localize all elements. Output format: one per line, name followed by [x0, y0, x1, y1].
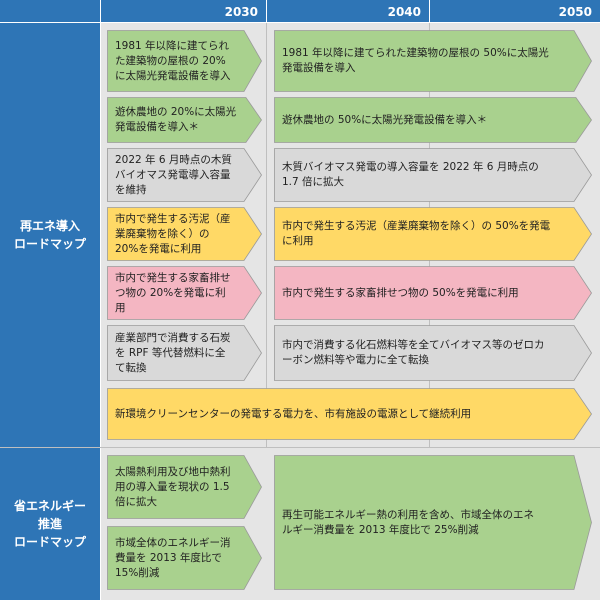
arrow-r4-long-text: 市内で発生する汚泥（産業廃棄物を除く）の 50%を発電 に利用	[282, 220, 551, 247]
arrow-r6-long: 市内で消費する化石燃料等を全てバイオマス等のゼロカ ーボン燃料等や電力に全て転換	[274, 325, 592, 381]
arrow-s1-2030: 太陽熱利用及び地中熱利 用の導入量を現状の 1.5 倍に拡大	[107, 455, 262, 519]
arrow-r2-2030-text: 遊休農地の 20%に太陽光 発電設備を導入＊	[115, 106, 237, 133]
divider-2030	[266, 23, 267, 447]
arrow-r1-long: 1981 年以降に建てられた建築物の屋根の 50%に太陽光 発電設備を導入	[274, 30, 592, 92]
arrow-r3-2030-text: 2022 年 6 月時点の木質 バイオマス発電導入容量 を維持	[115, 153, 232, 196]
arrow-r4-2030-text: 市内で発生する汚泥（産 業廃棄物を除く）の 20%を発電に利用	[115, 212, 231, 255]
arrow-r3-long-text: 木質バイオマス発電の導入容量を 2022 年 6 月時点の 1.7 倍に拡大	[282, 161, 539, 188]
arrow-s1-2030-text: 太陽熱利用及び地中熱利 用の導入量を現状の 1.5 倍に拡大	[115, 465, 231, 508]
arrow-r5-long-text: 市内で発生する家畜排せつ物の 50%を発電に利用	[282, 286, 519, 299]
arrow-r4-long: 市内で発生する汚泥（産業廃棄物を除く）の 50%を発電 に利用	[274, 207, 592, 261]
section-divider	[0, 447, 600, 448]
arrow-r5-2030: 市内で発生する家畜排せ つ物の 20%を発電に利 用	[107, 266, 262, 320]
arrow-r1-2030: 1981 年以降に建てられ た建築物の屋根の 20% に太陽光発電設備を導入	[107, 30, 262, 92]
arrow-s2-2030: 市域全体のエネルギー消 費量を 2013 年度比で 15%削減	[107, 526, 262, 590]
header-2050: 2050	[430, 0, 600, 22]
arrow-r1-long-text: 1981 年以降に建てられた建築物の屋根の 50%に太陽光 発電設備を導入	[282, 47, 549, 74]
arrow-r5-long: 市内で発生する家畜排せつ物の 50%を発電に利用	[274, 266, 592, 320]
arrow-r6-2030: 産業部門で消費する石炭 を RPF 等代替燃料に全 て転換	[107, 325, 262, 381]
arrow-r3-2030: 2022 年 6 月時点の木質 バイオマス発電導入容量 を維持	[107, 148, 262, 202]
arrow-s2-2030-text: 市域全体のエネルギー消 費量を 2013 年度比で 15%削減	[115, 536, 231, 579]
arrow-r2-long-text: 遊休農地の 50%に太陽光発電設備を導入＊	[282, 113, 488, 126]
arrow-r1-2030-text: 1981 年以降に建てられ た建築物の屋根の 20% に太陽光発電設備を導入	[115, 39, 231, 82]
header-2030-label: 2030	[224, 5, 258, 19]
section-saving-label: 省エネルギー 推進 ロードマップ	[0, 448, 100, 600]
arrow-r6-long-text: 市内で消費する化石燃料等を全てバイオマス等のゼロカ ーボン燃料等や電力に全て転換	[282, 339, 545, 366]
header-2050-label: 2050	[558, 5, 592, 19]
arrow-r2-2030: 遊休農地の 20%に太陽光 発電設備を導入＊	[107, 97, 262, 143]
arrow-r7-full-text: 新環境クリーンセンターの発電する電力を、市有施設の電源として継続利用	[115, 407, 472, 420]
arrow-r3-long: 木質バイオマス発電の導入容量を 2022 年 6 月時点の 1.7 倍に拡大	[274, 148, 592, 202]
arrow-r7-full: 新環境クリーンセンターの発電する電力を、市有施設の電源として継続利用	[107, 388, 592, 440]
arrow-r4-2030: 市内で発生する汚泥（産 業廃棄物を除く）の 20%を発電に利用	[107, 207, 262, 261]
arrow-r2-long: 遊休農地の 50%に太陽光発電設備を導入＊	[274, 97, 592, 143]
header-corner	[0, 0, 100, 22]
arrow-s-long: 再生可能エネルギー熱の利用を含め、市域全体のエネ ルギー消費量を 2013 年度…	[274, 455, 592, 590]
header-2040-label: 2040	[387, 5, 421, 19]
section-renewable-label: 再エネ導入 ロードマップ	[0, 23, 100, 447]
arrow-r5-2030-text: 市内で発生する家畜排せ つ物の 20%を発電に利 用	[115, 271, 231, 314]
arrow-r6-2030-text: 産業部門で消費する石炭 を RPF 等代替燃料に全 て転換	[115, 331, 231, 374]
header-2030: 2030	[101, 0, 266, 22]
arrow-s-long-text: 再生可能エネルギー熱の利用を含め、市域全体のエネ ルギー消費量を 2013 年度…	[282, 508, 534, 536]
header-2040: 2040	[267, 0, 429, 22]
